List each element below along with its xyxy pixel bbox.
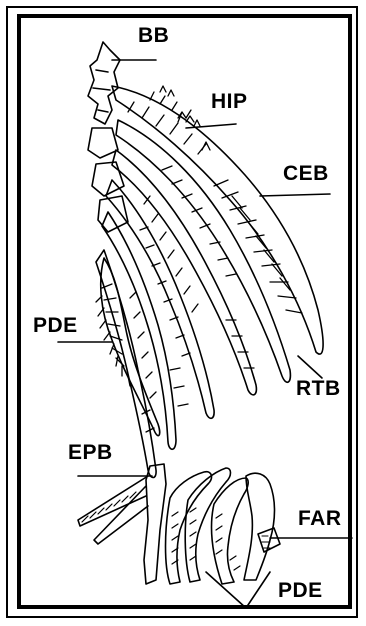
label-far: FAR	[298, 508, 342, 529]
label-hip: HIP	[211, 91, 248, 112]
epibranchial-group	[78, 464, 166, 584]
label-epb: EPB	[68, 442, 113, 463]
label-pde-left: PDE	[33, 315, 78, 336]
label-bb: BB	[138, 25, 169, 46]
ceratobranchial-arches	[96, 86, 323, 478]
left-pharyngeal-plate	[96, 258, 160, 436]
label-ceb: CEB	[283, 163, 329, 184]
hypobranchial	[160, 86, 210, 150]
label-rtb: RTB	[296, 378, 341, 399]
bottom-pharyngeal-plates	[166, 468, 281, 584]
basibranchial	[88, 42, 128, 232]
label-pde-bottom: PDE	[278, 580, 323, 601]
